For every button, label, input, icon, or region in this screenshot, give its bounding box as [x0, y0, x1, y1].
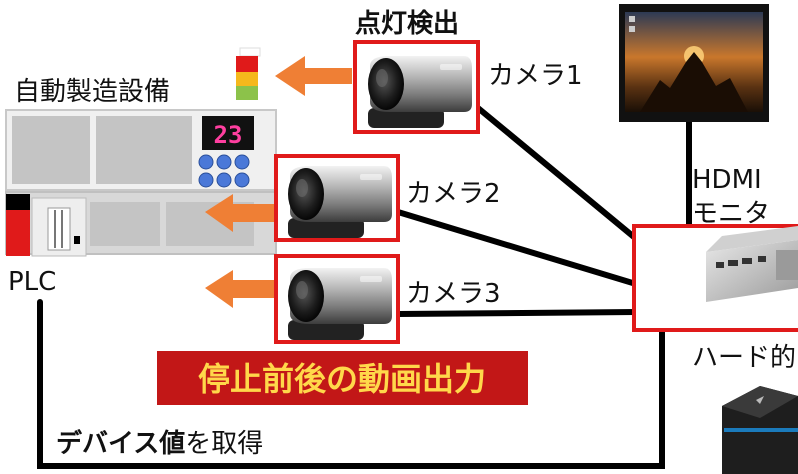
- mini-pc: [632, 224, 798, 332]
- plc-module: [6, 194, 87, 257]
- camera2: カメラ2: [274, 154, 501, 242]
- hardware-label: ハード的: [692, 343, 796, 373]
- output-banner: 停止前後の動画出力: [157, 351, 528, 405]
- camera3: カメラ3: [274, 254, 501, 344]
- arrow-icon: [205, 56, 352, 308]
- manufacturing-equipment: 自動製造設備 23 PLC: [5, 77, 277, 297]
- line-camera2-pc: [395, 209, 639, 287]
- device-value-label: デバイス値を取得: [56, 428, 263, 459]
- signal-tower-icon: [236, 47, 261, 100]
- camera1-label: カメラ1: [488, 61, 583, 91]
- detect-title: 点灯検出: [355, 8, 459, 39]
- plc-label: PLC: [8, 267, 56, 297]
- display-digits: 23: [214, 121, 243, 149]
- camera3-label: カメラ3: [406, 279, 501, 309]
- line-camera3-pc: [395, 309, 639, 317]
- line-camera1-pc: [475, 105, 643, 245]
- equipment-label: 自動製造設備: [14, 77, 170, 107]
- monitor-icon: [619, 4, 769, 122]
- hdmi-label: HDMI: [692, 165, 762, 195]
- mini-pc-icon: [706, 226, 798, 302]
- mini-pc-icon: [722, 386, 798, 474]
- button-panel: [198, 154, 250, 188]
- digital-display: 23: [202, 116, 254, 150]
- connection-lines: [37, 105, 692, 469]
- device-value-bold: デバイス値: [56, 428, 185, 459]
- device-value-rest: を取得: [185, 429, 263, 459]
- line-plc-pc: [37, 299, 665, 469]
- camera2-label: カメラ2: [406, 179, 501, 209]
- banner-text: 停止前後の動画出力: [198, 360, 486, 398]
- camera1: カメラ1: [353, 40, 583, 134]
